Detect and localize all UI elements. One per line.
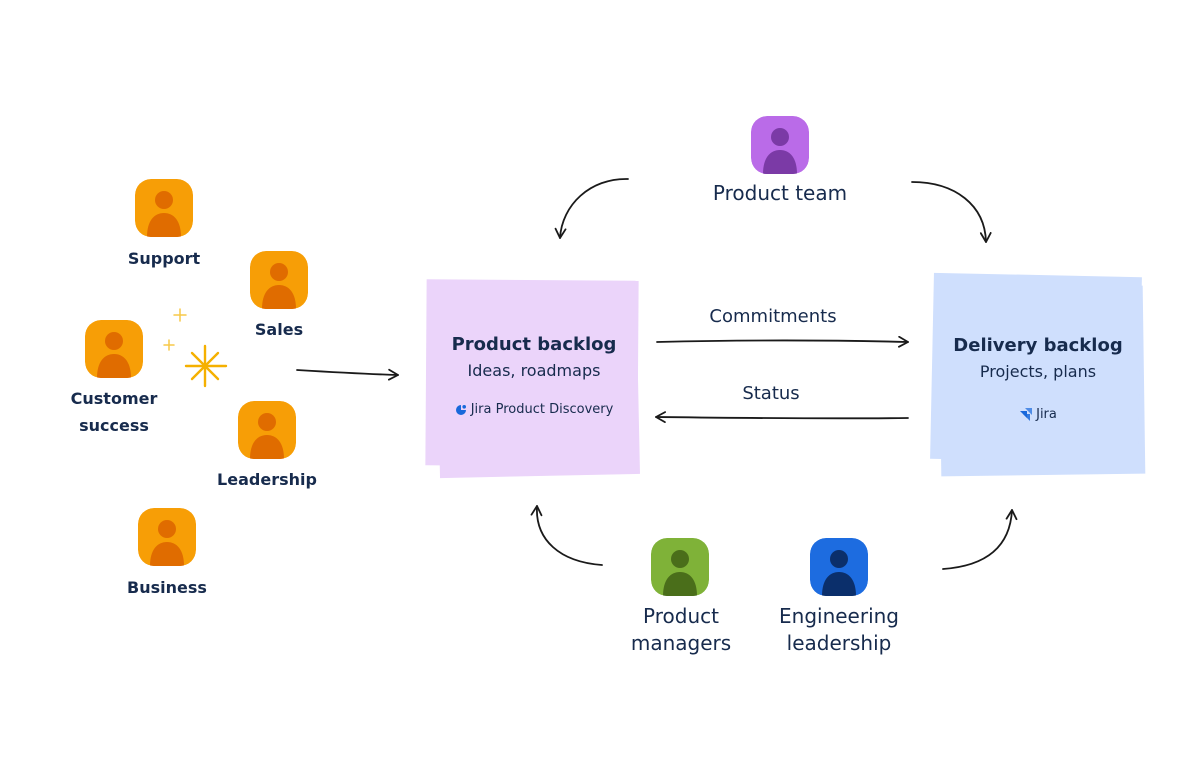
product-backlog-subtitle: Ideas, roadmaps <box>467 361 601 380</box>
product-team-label: Product team <box>712 181 848 205</box>
jira-brand-label: Jira <box>1036 407 1057 422</box>
engineering-leadership-avatar <box>810 538 868 596</box>
business-label: Business <box>127 578 207 597</box>
support-label: Support <box>127 249 201 268</box>
engineering-to-delivery-backlog-arrow <box>942 509 1018 570</box>
leadership-avatar <box>238 401 296 459</box>
support-avatar <box>135 179 193 237</box>
product-team-to-delivery-backlog-arrow <box>911 181 992 243</box>
jira-logo-icon <box>1020 408 1033 421</box>
product-team-avatar <box>751 116 809 174</box>
product-discovery-brand-label: Jira Product Discovery <box>470 402 614 417</box>
product-managers-avatar <box>651 538 709 596</box>
jira-brand: Jira <box>932 407 1144 422</box>
jira-product-discovery-logo-icon <box>455 404 466 415</box>
customer-success-label: Customer success <box>70 389 158 435</box>
sales-avatar <box>250 251 308 309</box>
stakeholders-to-backlog-arrow <box>296 368 399 381</box>
engineering-leadership-label: Engineering leadership <box>779 604 899 655</box>
business-avatar <box>138 508 196 566</box>
product-managers-to-product-backlog-arrow <box>530 505 603 566</box>
sales-label: Sales <box>254 320 304 339</box>
commitments-label: Commitments <box>709 306 837 327</box>
delivery-backlog-card: Delivery backlog Projects, plans Jira <box>930 271 1146 479</box>
sparkle-icon <box>163 308 228 388</box>
delivery-backlog-subtitle: Projects, plans <box>979 362 1097 381</box>
status-label: Status <box>742 383 800 404</box>
product-managers-label: Product managers <box>630 604 732 655</box>
product-backlog-card: Product backlog Ideas, roadmaps Jira Pro… <box>424 278 644 480</box>
commitments-arrow <box>656 335 909 348</box>
product-team-to-product-backlog-arrow <box>554 178 629 239</box>
leadership-label: Leadership <box>217 470 317 489</box>
product-backlog-title: Product backlog <box>451 334 617 355</box>
product-discovery-brand: Jira Product Discovery <box>424 402 644 417</box>
status-arrow <box>655 411 909 424</box>
delivery-backlog-title: Delivery backlog <box>953 335 1123 356</box>
customer-success-avatar <box>85 320 143 378</box>
